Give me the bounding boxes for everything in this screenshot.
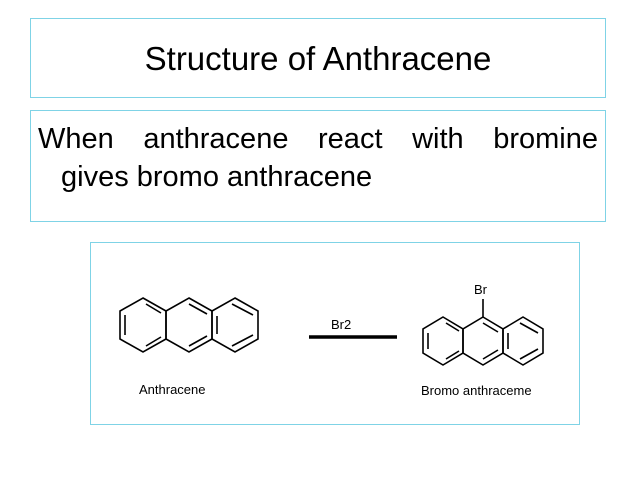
slide-title: Structure of Anthracene <box>144 40 492 77</box>
reaction-figure: Anthracene Br2 Br Bromo anthraceme <box>90 242 580 425</box>
body-text-line-2: gives bromo anthracene <box>61 161 373 193</box>
bromine-substituent-label: Br <box>474 282 488 297</box>
bromoanthracene-structure <box>422 299 544 366</box>
anthracene-ring-middle <box>165 297 213 353</box>
anthracene-structure <box>119 297 259 353</box>
product-ring-right <box>502 316 544 366</box>
product-ring-left <box>422 316 464 366</box>
product-ring-middle <box>462 316 504 366</box>
reaction-scheme: Anthracene Br2 Br Bromo anthraceme <box>119 282 544 398</box>
body-placeholder: When anthracene react with bromine gives… <box>30 110 606 222</box>
body-text-line-1: When anthracene react with bromine <box>38 123 598 155</box>
title-placeholder: Structure of Anthracene <box>30 18 606 98</box>
anthracene-label: Anthracene <box>139 382 206 397</box>
bromoanthracene-label: Bromo anthraceme <box>421 383 532 398</box>
reagent-label: Br2 <box>331 317 351 332</box>
anthracene-ring-right <box>211 297 259 353</box>
anthracene-ring-left <box>119 297 167 353</box>
